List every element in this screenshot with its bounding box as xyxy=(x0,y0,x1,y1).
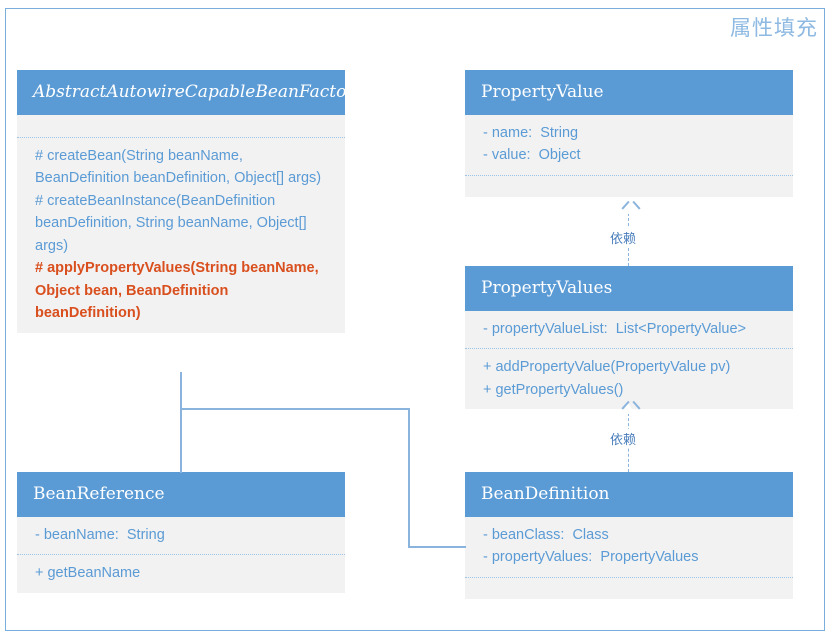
association-segment-factory-to-bean-definition-bottom xyxy=(408,546,466,548)
method-apply-property-values: # applyPropertyValues(String beanName, O… xyxy=(35,260,323,322)
association-line-factory-to-bean-reference xyxy=(180,372,182,473)
class-methods-bean-reference: + getBeanName xyxy=(17,554,345,592)
class-box-bean-reference[interactable]: BeanReference - beanName: String + getBe… xyxy=(17,472,345,593)
method-get-bean-name: + getBeanName xyxy=(35,565,141,582)
attribute-property-values: - propertyValues: PropertyValues xyxy=(483,549,699,566)
association-segment-factory-to-bean-definition-top xyxy=(180,408,409,410)
class-attributes-property-value: - name: String - value: Object xyxy=(465,115,793,175)
method-create-bean: # createBean(String beanName, BeanDefini… xyxy=(35,147,322,187)
dependency-arrow-property-values-to-property-value xyxy=(621,203,635,214)
diagram-title: 属性填充 xyxy=(730,16,818,40)
class-box-property-value[interactable]: PropertyValue - name: String - value: Ob… xyxy=(465,70,793,197)
class-methods-property-value xyxy=(465,174,793,197)
dependency-label-property-values-to-property-value: 依赖 xyxy=(608,228,639,247)
class-box-property-values[interactable]: PropertyValues - propertyValueList: List… xyxy=(465,266,793,410)
dependency-arrow-bean-definition-to-property-values xyxy=(621,403,635,414)
attribute-name: - name: String xyxy=(483,124,579,141)
dependency-label-bean-definition-to-property-values: 依赖 xyxy=(608,429,639,448)
class-methods-abstract-autowire-capable-bean-factory: # createBean(String beanName, BeanDefini… xyxy=(17,136,345,333)
class-methods-property-values: + addPropertyValue(PropertyValue pv) + g… xyxy=(465,348,793,409)
class-attributes-property-values: - propertyValueList: List<PropertyValue> xyxy=(465,311,793,348)
association-segment-factory-to-bean-definition-right xyxy=(408,408,410,547)
class-title-bean-definition: BeanDefinition xyxy=(465,472,793,517)
class-title-property-value: PropertyValue xyxy=(465,70,793,115)
attribute-value: - value: Object xyxy=(483,147,581,164)
class-attributes-abstract-autowire-capable-bean-factory xyxy=(17,115,345,137)
class-box-abstract-autowire-capable-bean-factory[interactable]: AbstractAutowireCapableBeanFactory # cre… xyxy=(17,70,364,333)
class-title-property-values: PropertyValues xyxy=(465,266,793,311)
attribute-property-value-list: - propertyValueList: List<PropertyValue> xyxy=(483,320,747,337)
class-attributes-bean-definition: - beanClass: Class - propertyValues: Pro… xyxy=(465,517,793,577)
attribute-bean-class: - beanClass: Class xyxy=(483,526,609,543)
method-get-property-values: + getPropertyValues() xyxy=(483,381,624,398)
attribute-bean-name: - beanName: String xyxy=(35,526,165,543)
class-title-abstract-autowire-capable-bean-factory: AbstractAutowireCapableBeanFactory xyxy=(17,70,364,115)
diagram-frame xyxy=(5,8,825,631)
method-add-property-value: + addPropertyValue(PropertyValue pv) xyxy=(483,359,731,376)
class-attributes-bean-reference: - beanName: String xyxy=(17,517,345,554)
class-box-bean-definition[interactable]: BeanDefinition - beanClass: Class - prop… xyxy=(465,472,793,599)
class-title-bean-reference: BeanReference xyxy=(17,472,345,517)
class-methods-bean-definition xyxy=(465,576,793,599)
method-create-bean-instance: # createBeanInstance(BeanDefinition bean… xyxy=(35,192,311,254)
